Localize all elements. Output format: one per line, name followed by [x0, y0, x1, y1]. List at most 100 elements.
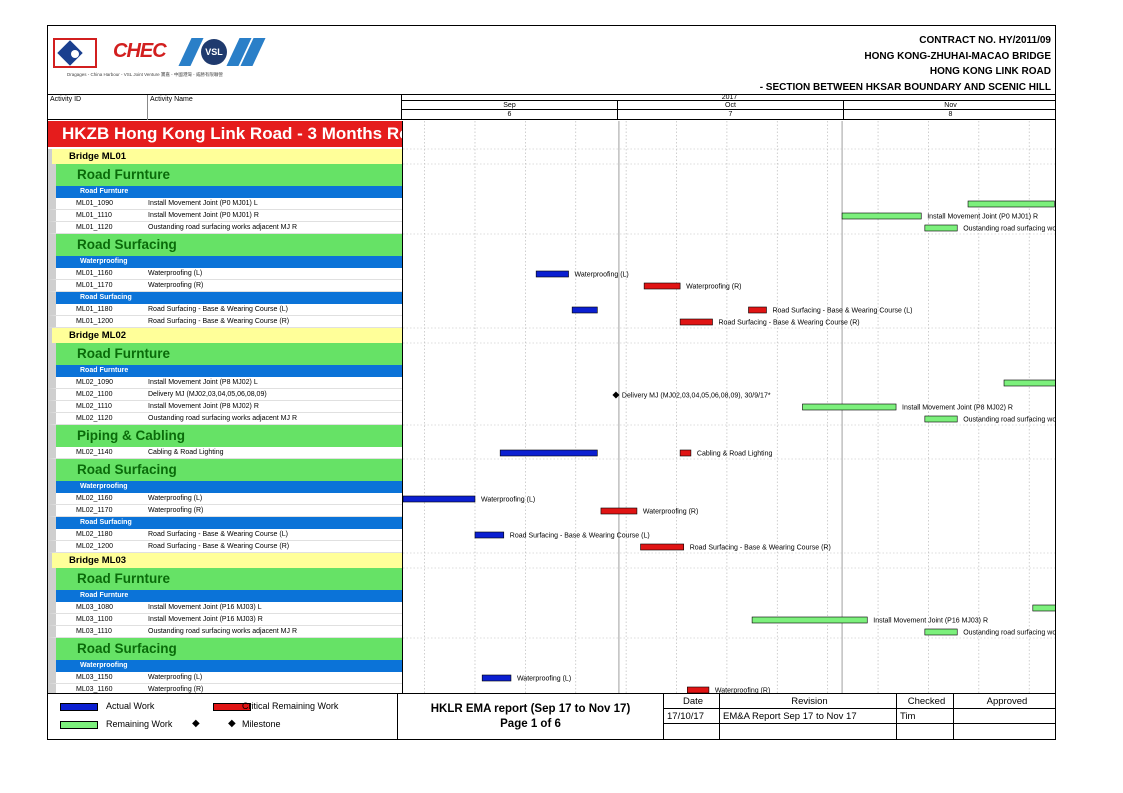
- section-group-header[interactable]: Road Surfacing: [48, 459, 402, 481]
- gantt-bar-critical: [640, 543, 685, 551]
- gantt-bar-label: Road Surfacing - Base & Wearing Course (…: [719, 320, 860, 327]
- activity-name: Oustanding road surfacing works adjacent…: [148, 628, 298, 635]
- gantt-bar-critical: [679, 449, 692, 457]
- rev-cell-approved: [954, 709, 1055, 724]
- rev-cell-revision: [720, 724, 897, 739]
- subsection-group-header[interactable]: Road Surfacing: [48, 292, 402, 304]
- subsection-group-header[interactable]: Waterproofing: [48, 660, 402, 672]
- company-logos: CHEC VSL Dragages - China Harbour - VSL …: [53, 38, 273, 83]
- rev-cell-date: [664, 724, 720, 739]
- timeline-month-number: 7: [618, 110, 844, 119]
- legend-critical-label: Critical Remaining Work: [242, 701, 339, 711]
- report-title-box: HKLR EMA report (Sep 17 to Nov 17) Page …: [398, 694, 664, 739]
- section-group-header[interactable]: Road Furnture: [48, 164, 402, 186]
- activity-name: Cabling & Road Lighting: [148, 449, 224, 456]
- gantt-bar-actual: [571, 306, 598, 314]
- activity-name: Install Movement Joint (P16 MJ03) L: [148, 604, 262, 611]
- report-page-number: Page 1 of 6: [500, 718, 561, 730]
- subsection-group-header[interactable]: Road Furnture: [48, 590, 402, 602]
- milestone-diamond-icon: [612, 391, 620, 399]
- rev-cell-revision: EM&A Report Sep 17 to Nov 17: [720, 709, 897, 724]
- timeline-month-number: 8: [948, 111, 953, 118]
- gantt-bar-label: Oustanding road surfacing wo: [963, 630, 1056, 637]
- activity-row[interactable]: ML02_1100 Delivery MJ (MJ02,03,04,05,06,0…: [48, 389, 402, 401]
- activity-name-header[interactable]: Activity Name: [148, 95, 402, 120]
- timeline-header: 2017 Sep Oct Nov 6 7 8: [402, 94, 1055, 120]
- gantt-bar-label: Install Movement Joint (P8 MJ02) R: [902, 405, 1013, 412]
- gantt-bar-label: Waterproofing (R): [643, 509, 698, 516]
- section-group-header[interactable]: Road Furnture: [48, 568, 402, 590]
- activity-id-header[interactable]: Activity ID: [48, 95, 148, 120]
- gantt-report-page: CHEC VSL Dragages - China Harbour - VSL …: [47, 25, 1056, 740]
- activity-row[interactable]: ML01_1160 Waterproofing (L): [48, 268, 402, 280]
- activity-id: ML01_1160: [76, 270, 113, 277]
- rev-header-approved: Approved: [954, 694, 1055, 709]
- subsection-group-header[interactable]: Road Surfacing: [48, 517, 402, 529]
- gantt-bar-label: Cabling & Road Lighting: [697, 451, 773, 458]
- activity-id: ML02_1200: [76, 543, 113, 550]
- activity-name: Install Movement Joint (P0 MJ01) L: [148, 200, 258, 207]
- activity-name: Delivery MJ (MJ02,03,04,05,06,08,09): [148, 391, 267, 398]
- activity-row[interactable]: ML02_1120 Oustanding road surfacing works…: [48, 413, 402, 425]
- subsection-group-header[interactable]: Waterproofing: [48, 481, 402, 493]
- bridge-group-header[interactable]: Bridge ML01: [48, 149, 402, 164]
- activity-id: ML02_1100: [76, 391, 113, 398]
- gantt-bar-label: Waterproofing (R): [715, 688, 770, 695]
- gantt-bar-label: Road Surfacing - Base & Wearing Course (…: [772, 308, 912, 315]
- activity-id: ML02_1090: [76, 379, 113, 386]
- gantt-bar-label: Road Surfacing - Base & Wearing Course (…: [690, 545, 831, 552]
- section-group-header[interactable]: Road Surfacing: [48, 638, 402, 660]
- gantt-bar-label: Oustanding road surfacing wo: [963, 226, 1056, 233]
- timeline-month: Nov: [844, 101, 1055, 110]
- bridge-group-header[interactable]: Bridge ML02: [48, 328, 402, 343]
- activity-name: Oustanding road surfacing works adjacent…: [148, 415, 298, 422]
- legend-actual-swatch: [60, 703, 98, 711]
- gantt-bar-critical: [679, 318, 713, 326]
- section-group-header[interactable]: Piping & Cabling: [48, 425, 402, 447]
- contract-info: CONTRACT NO. HY/2011/09 HONG KONG-ZHUHAI…: [760, 33, 1051, 95]
- timeline-month: Sep: [402, 101, 618, 110]
- activity-name: Waterproofing (R): [148, 282, 204, 289]
- gantt-bar-actual: [535, 270, 569, 278]
- revision-table: Date Revision Checked Approved 17/10/17 …: [664, 694, 1055, 739]
- subsection-group-header[interactable]: Road Furnture: [48, 186, 402, 198]
- bridge-group-header[interactable]: Bridge ML03: [48, 553, 402, 568]
- legend-remaining-label: Remaining Work: [106, 719, 173, 729]
- gantt-bar-critical: [600, 507, 638, 515]
- subsection-group-header[interactable]: Road Furnture: [48, 365, 402, 377]
- section-group-header[interactable]: Road Furnture: [48, 343, 402, 365]
- activity-row[interactable]: ML03_1110 Oustanding road surfacing works…: [48, 626, 402, 638]
- activity-id: ML02_1120: [76, 415, 113, 422]
- activity-name: Waterproofing (L): [148, 270, 203, 277]
- section-group-header[interactable]: Road Surfacing: [48, 234, 402, 256]
- gantt-bar-remaining: [841, 212, 922, 220]
- rev-cell-date: 17/10/17: [664, 709, 720, 724]
- activity-id: ML01_1200: [76, 318, 113, 325]
- rev-cell-checked: Tim: [897, 709, 954, 724]
- rev-header-revision: Revision: [720, 694, 897, 709]
- subsection-group-header[interactable]: Waterproofing: [48, 256, 402, 268]
- activity-id: ML02_1170: [76, 507, 113, 514]
- activity-name: Road Surfacing - Base & Wearing Course (…: [148, 531, 288, 538]
- activity-id: ML03_1110: [76, 628, 112, 635]
- report-title: HKLR EMA report (Sep 17 to Nov 17): [430, 703, 631, 715]
- vsl-logo-text: VSL: [201, 39, 227, 65]
- timeline-month: Oct: [618, 101, 844, 110]
